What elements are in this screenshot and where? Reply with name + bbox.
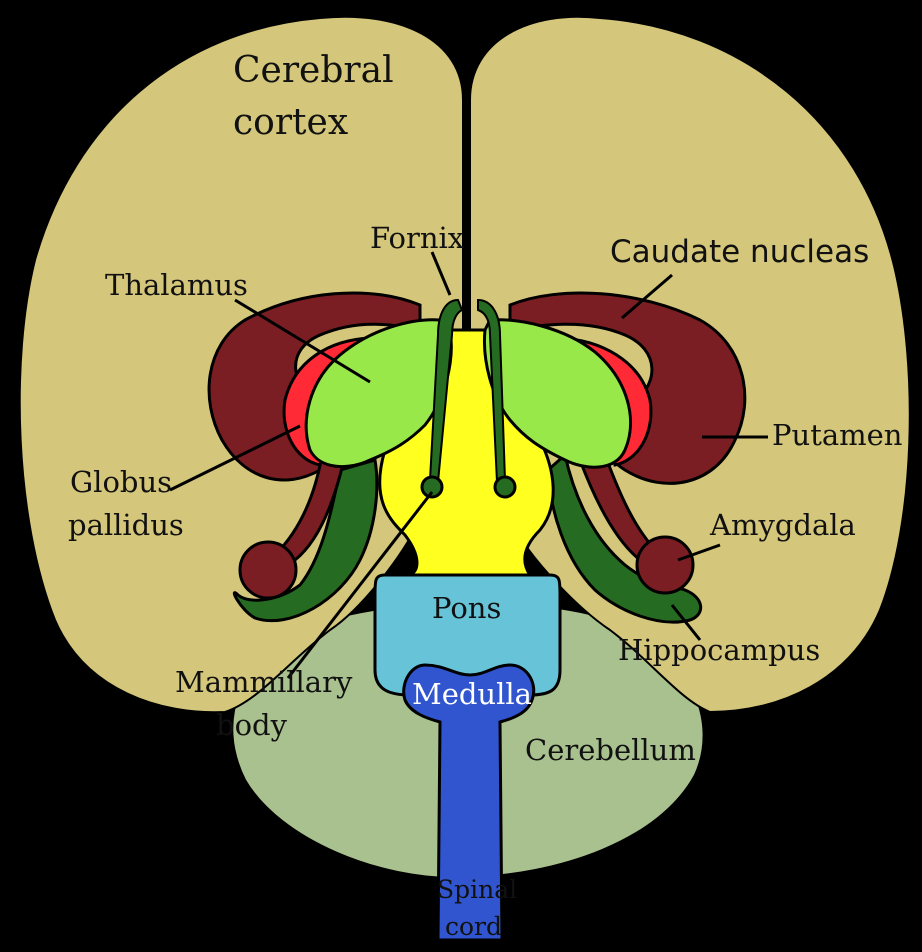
label-cerebral-cortex-1: Cerebral bbox=[233, 50, 394, 91]
label-pons: Pons bbox=[432, 591, 501, 625]
label-mammillary-body-2: body bbox=[216, 708, 288, 742]
label-globus-pallidus-1: Globus bbox=[70, 465, 172, 499]
label-putamen: Putamen bbox=[772, 418, 902, 452]
label-mammillary-body-1: Mammillary bbox=[175, 665, 353, 699]
label-spinal-cord-2: cord bbox=[445, 912, 502, 941]
label-caudate-nucleus: Caudate nucleas bbox=[610, 234, 869, 270]
label-amygdala: Amygdala bbox=[709, 508, 856, 542]
label-thalamus: Thalamus bbox=[105, 268, 248, 302]
amygdala-right bbox=[637, 537, 693, 593]
label-globus-pallidus-2: pallidus bbox=[68, 508, 184, 542]
label-cerebellum: Cerebellum bbox=[525, 733, 696, 767]
label-medulla: Medulla bbox=[412, 677, 532, 711]
label-hippocampus: Hippocampus bbox=[618, 633, 820, 667]
label-fornix: Fornix bbox=[370, 221, 464, 255]
amygdala-left bbox=[240, 542, 296, 598]
mammillary-body-right bbox=[495, 477, 515, 497]
label-cerebral-cortex-2: cortex bbox=[233, 102, 348, 143]
label-spinal-cord-1: Spinal bbox=[437, 875, 517, 904]
